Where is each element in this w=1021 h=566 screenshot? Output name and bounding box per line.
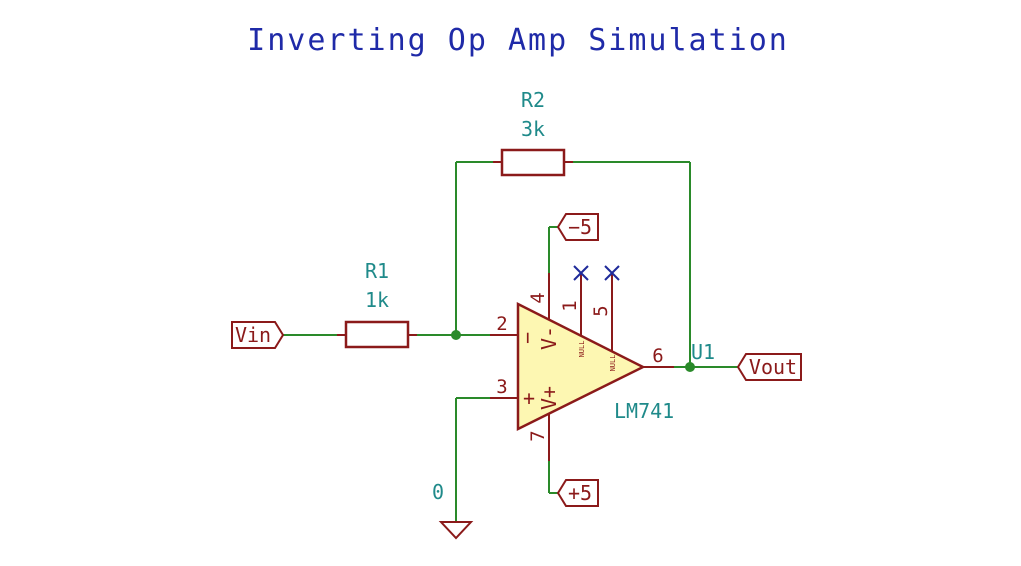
opamp-u1-value: LM741 <box>614 399 674 423</box>
label-vin[interactable]: Vin <box>231 321 285 349</box>
resistor-r1-value: 1k <box>365 288 389 312</box>
label-vout-text: Vout <box>749 355 797 379</box>
opamp-pin-inv-number: 2 <box>496 313 507 335</box>
no-connect-marker-pin1 <box>573 265 589 281</box>
no-connect-marker-pin5 <box>604 265 620 281</box>
label-neg-supply-text: −5 <box>568 215 592 239</box>
opamp-plus-sign: + <box>523 386 535 410</box>
ground-triangle <box>438 521 474 540</box>
junction-dot-input <box>451 330 461 340</box>
ground-value: 0 <box>432 480 444 504</box>
label-pos-supply[interactable]: +5 <box>556 479 599 507</box>
resistor-r1[interactable] <box>344 320 410 349</box>
label-vin-text: Vin <box>235 323 271 347</box>
opamp-null2-label: NULL <box>609 355 617 372</box>
junction-dot-output <box>685 362 695 372</box>
label-vout-shape <box>736 353 802 381</box>
opamp-pin-vneg-number: 4 <box>527 292 549 303</box>
opamp-u1-ref: U1 <box>691 340 715 364</box>
resistor-r1-ref: R1 <box>365 259 389 283</box>
ground-symbol[interactable] <box>438 521 474 540</box>
opamp-pin-null2-number: 5 <box>590 305 612 316</box>
label-pos-supply-text: +5 <box>568 481 592 505</box>
wires <box>283 161 738 522</box>
label-pos-supply-shape <box>556 479 599 507</box>
opamp-vminus-label: V- <box>537 326 561 350</box>
opamp-minus-sign: − <box>515 332 539 344</box>
label-neg-supply[interactable]: −5 <box>556 213 599 241</box>
resistor-r2-value: 3k <box>521 117 545 141</box>
resistor-r2-ref: R2 <box>521 88 545 112</box>
opamp-pin-vpos-number: 7 <box>527 430 549 441</box>
label-vin-shape <box>231 321 285 349</box>
resistor-r2[interactable] <box>500 148 566 177</box>
label-neg-supply-shape <box>556 213 599 241</box>
opamp-pin-out-number: 6 <box>652 345 663 367</box>
opamp-null1-label: NULL <box>578 341 586 358</box>
opamp-pin-noninv-number: 3 <box>496 376 507 398</box>
opamp-pin-null1-number: 1 <box>559 300 581 311</box>
opamp-vplus-label: V+ <box>537 386 561 410</box>
opamp-u1[interactable]: 2 3 6 4 1 5 7 − + V- V+ NULL NULL U1 LM7… <box>490 273 715 461</box>
schematic-title: Inverting Op Amp Simulation <box>247 23 789 58</box>
label-vout[interactable]: Vout <box>736 353 802 381</box>
